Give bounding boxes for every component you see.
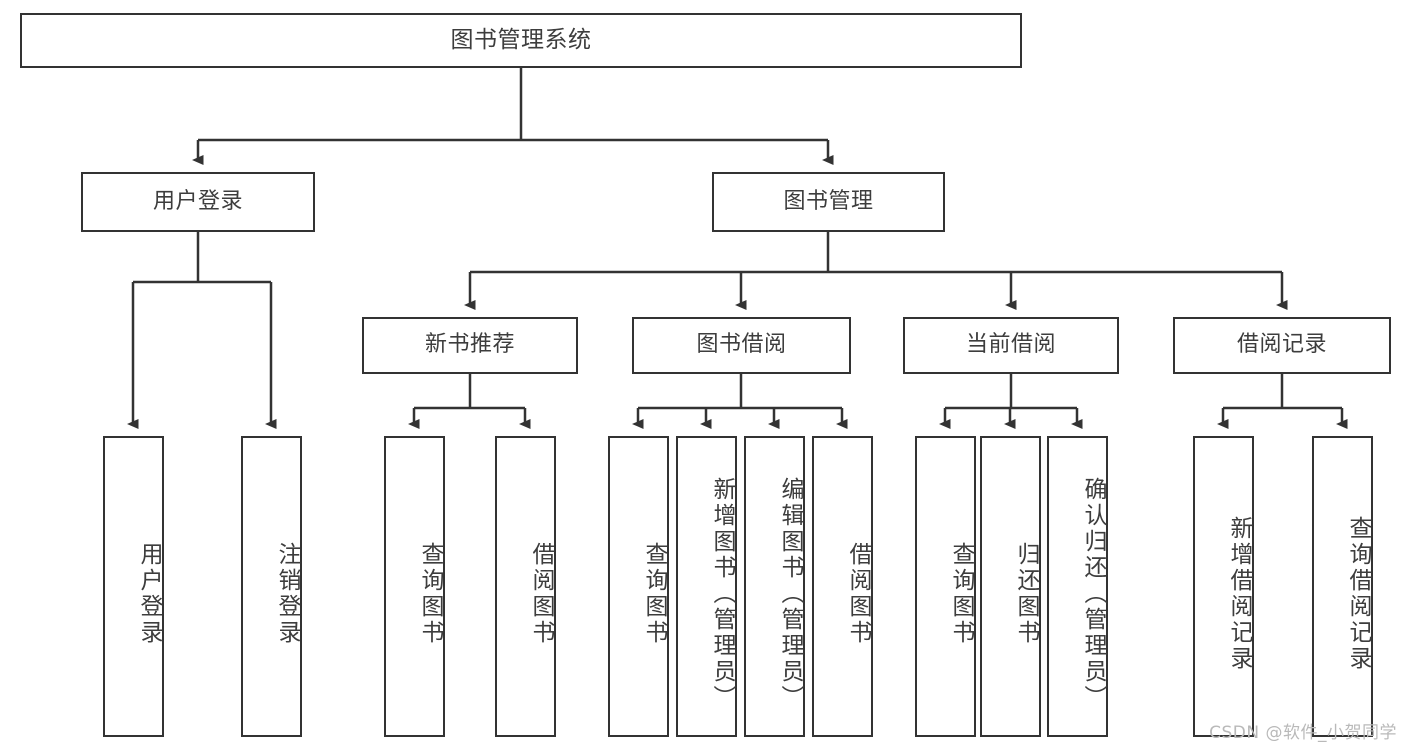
leaf-recommend-query-book[interactable]: 查询图书 [384, 436, 445, 737]
leaf-borrow-edit-book-admin[interactable]: 编辑图书（管理员） [744, 436, 805, 737]
node-book-borrow[interactable]: 图书借阅 [632, 317, 851, 374]
leaf-current-return-book[interactable]: 归还图书 [980, 436, 1041, 737]
node-label: 新增借阅记录 [1226, 515, 1252, 672]
node-user-login[interactable]: 用户登录 [81, 172, 315, 232]
node-label: 查询图书 [641, 541, 667, 646]
node-label: 注销登录 [274, 541, 300, 646]
leaf-borrow-query-book[interactable]: 查询图书 [608, 436, 669, 737]
leaf-borrow-add-book-admin[interactable]: 新增图书（管理员） [676, 436, 737, 737]
node-label: 新书推荐 [424, 332, 515, 358]
leaf-current-confirm-return-admin[interactable]: 确认归还（管理员） [1047, 436, 1108, 737]
node-borrow-record[interactable]: 借阅记录 [1173, 317, 1391, 374]
node-label: 确认归还（管理员） [1080, 476, 1106, 711]
node-label: 借阅图书 [845, 541, 871, 646]
node-label: 查询图书 [948, 541, 974, 646]
node-label: 图书借阅 [696, 332, 787, 358]
leaf-borrow-borrow-book[interactable]: 借阅图书 [812, 436, 873, 737]
leaf-user-login-signout[interactable]: 注销登录 [241, 436, 302, 737]
node-label: 查询图书 [417, 541, 443, 646]
node-label: 当前借阅 [965, 332, 1056, 358]
node-label: 图书管理系统 [450, 26, 592, 53]
leaf-current-query-book[interactable]: 查询图书 [915, 436, 976, 737]
leaf-user-login-signin[interactable]: 用户登录 [103, 436, 164, 737]
node-label: 用户登录 [152, 188, 243, 214]
leaf-recommend-borrow-book[interactable]: 借阅图书 [495, 436, 556, 737]
node-label: 用户登录 [136, 541, 162, 646]
node-root-library-system[interactable]: 图书管理系统 [20, 13, 1022, 68]
node-label: 借阅记录 [1236, 332, 1327, 358]
node-current-borrow[interactable]: 当前借阅 [903, 317, 1119, 374]
node-new-book-recommend[interactable]: 新书推荐 [362, 317, 578, 374]
node-label: 图书管理 [783, 188, 874, 214]
node-label: 借阅图书 [528, 541, 554, 646]
leaf-record-query-borrow-record[interactable]: 查询借阅记录 [1312, 436, 1373, 737]
node-label: 查询借阅记录 [1345, 515, 1371, 672]
node-label: 新增图书（管理员） [709, 476, 735, 711]
watermark: CSDN @软件_小贺同学 [1209, 723, 1397, 743]
node-label: 编辑图书（管理员） [777, 476, 803, 711]
node-book-management[interactable]: 图书管理 [712, 172, 945, 232]
node-label: 归还图书 [1013, 541, 1039, 646]
leaf-record-add-borrow-record[interactable]: 新增借阅记录 [1193, 436, 1254, 737]
